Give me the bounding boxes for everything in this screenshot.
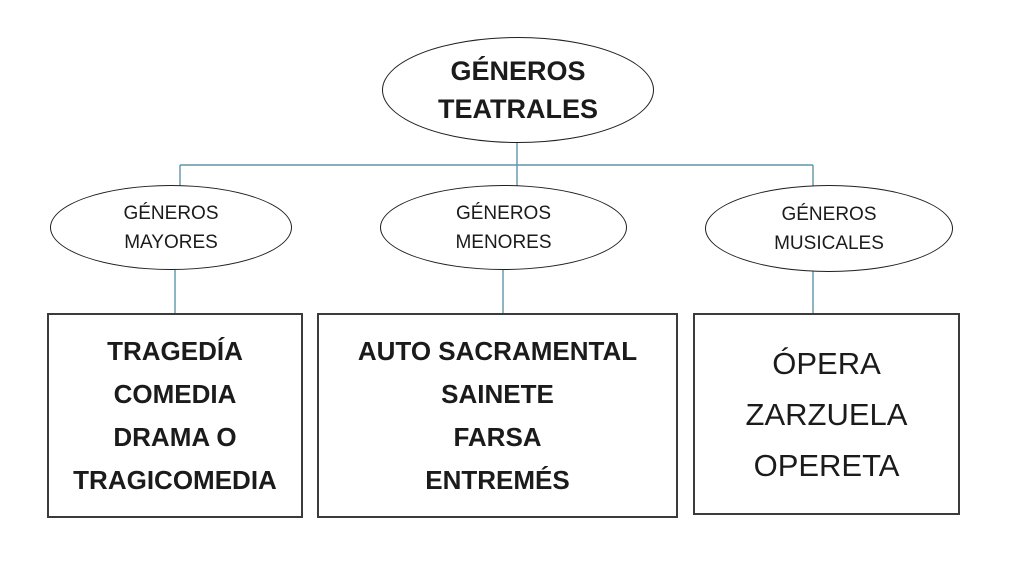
genre-item: AUTO SACRAMENTAL [357,335,638,366]
genre-item: TRAGICOMEDIA [73,464,277,495]
genre-item: ENTREMÉS [425,464,570,495]
root-label-line-2: TEATRALES [438,94,598,124]
genre-item: ÓPERA [772,345,881,381]
list-box-generos-menores: AUTO SACRAMENTAL SAINETE FARSA ENTREMÉS [317,313,678,518]
branch-label-line: GÉNEROS [123,202,219,224]
genre-item: TRAGEDÍA [107,335,243,366]
genre-item: OPERETA [753,447,900,483]
root-label-line-1: GÉNEROS [450,56,586,86]
branch-label-line: MAYORES [124,231,218,253]
branch-label-line: GÉNEROS [781,203,877,225]
branch-node-generos-mayores: GÉNEROS MAYORES [50,185,292,270]
list-box-generos-mayores: TRAGEDÍA COMEDIA DRAMA O TRAGICOMEDIA [47,313,303,518]
genre-item: ZARZUELA [745,396,908,432]
branch-node-generos-musicales: GÉNEROS MUSICALES [705,185,953,272]
branch-node-generos-menores: GÉNEROS MENORES [380,185,627,270]
branch-label-line: GÉNEROS [455,202,552,224]
genre-item: DRAMA O [113,421,237,452]
branch-label-line: MENORES [455,231,552,253]
genre-item: SAINETE [441,378,554,409]
branch-label-line: MUSICALES [774,232,884,254]
root-node-generos-teatrales: GÉNEROS TEATRALES [382,37,654,143]
list-box-generos-musicales: ÓPERA ZARZUELA OPERETA [693,313,960,515]
genre-item: FARSA [453,421,542,452]
genre-item: COMEDIA [113,378,237,409]
